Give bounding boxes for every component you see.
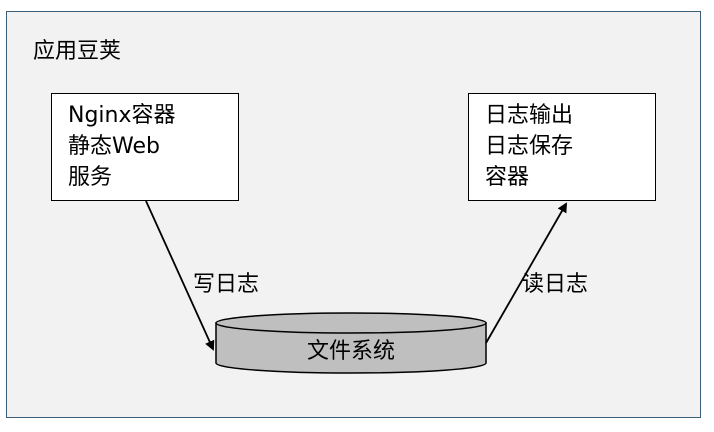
write-log-arrow [145, 200, 215, 351]
nginx-container-box: Nginx容器 静态Web 服务 [51, 93, 239, 201]
pod-title: 应用豆荚 [33, 39, 122, 64]
log-container-line-2: 日志保存 [485, 134, 574, 159]
log-container-box: 日志输出 日志保存 容器 [468, 93, 656, 201]
filesystem-cylinder [215, 312, 487, 374]
nginx-container-line-1: Nginx容器 [68, 103, 176, 128]
read-log-arrow [485, 202, 567, 344]
nginx-container-line-3: 服务 [68, 165, 113, 190]
log-container-line-3: 容器 [485, 165, 530, 190]
filesystem-cylinder-top [215, 312, 487, 334]
filesystem-label: 文件系统 [306, 339, 395, 364]
write-log-label: 写日志 [193, 272, 260, 297]
log-container-line-1: 日志输出 [485, 103, 574, 128]
read-log-label: 读日志 [522, 272, 589, 297]
filesystem-cylinder-body [215, 322, 487, 374]
nginx-container-line-2: 静态Web [68, 134, 160, 159]
